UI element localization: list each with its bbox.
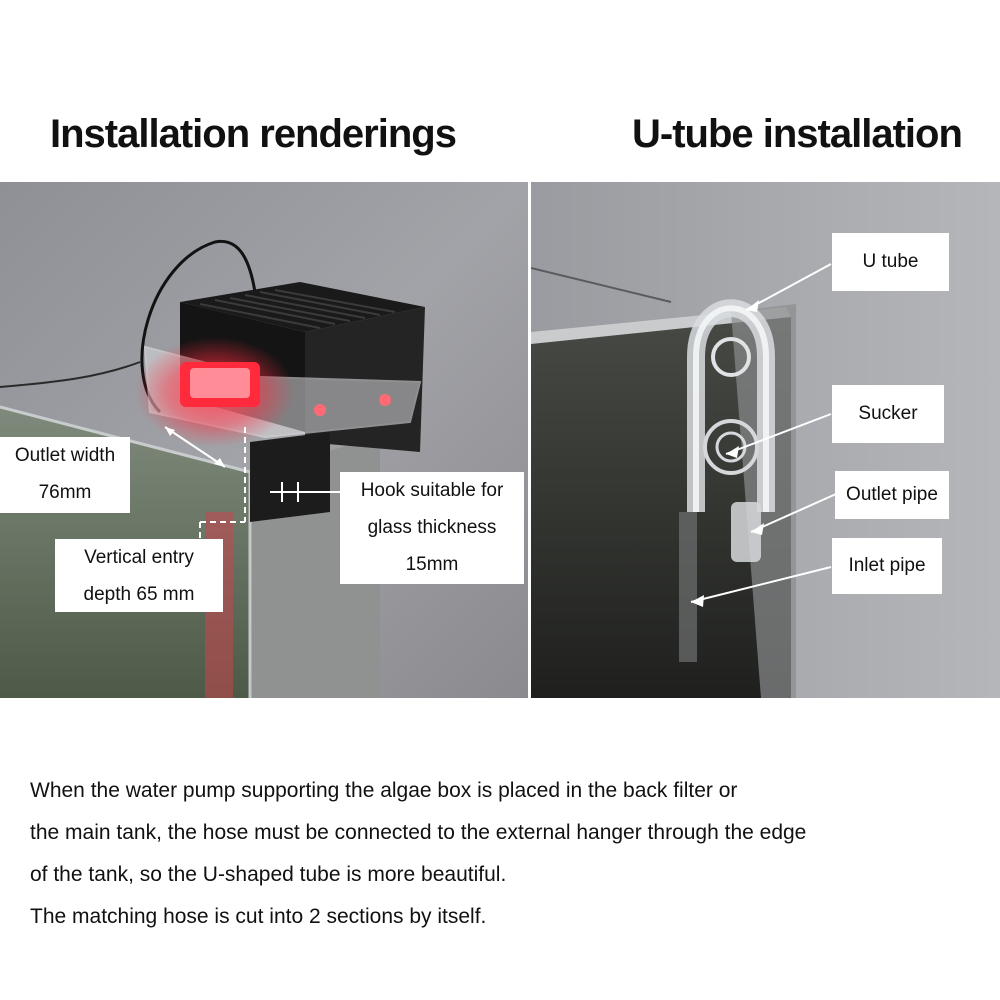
label-vertical-entry: Vertical entry depth 65 mm — [55, 539, 223, 612]
label-outlet-pipe: Outlet pipe — [835, 471, 949, 519]
description-paragraph: When the water pump supporting the algae… — [30, 770, 980, 938]
label-u-tube: U tube — [832, 233, 949, 291]
label-hook-line1: Hook suitable for — [360, 480, 504, 501]
label-vertical-entry-line2: depth 65 mm — [83, 584, 195, 605]
description-line-4: The matching hose is cut into 2 sections… — [30, 905, 487, 928]
algae-box-illustration — [0, 182, 528, 698]
installation-photo — [0, 182, 528, 698]
label-outlet-width: Outlet width 76mm — [0, 437, 130, 513]
heading-u-tube-installation: U-tube installation — [632, 112, 963, 156]
description-line-3: of the tank, so the U-shaped tube is mor… — [30, 863, 507, 886]
label-hook-line2: glass thickness — [367, 517, 497, 538]
label-outlet-width-line1: Outlet width — [14, 445, 116, 466]
description-line-1: When the water pump supporting the algae… — [30, 779, 738, 802]
label-hook: Hook suitable for glass thickness 15mm — [340, 472, 524, 584]
label-inlet-pipe: Inlet pipe — [832, 538, 942, 594]
label-vertical-entry-line1: Vertical entry — [84, 547, 194, 568]
description-line-2: the main tank, the hose must be connecte… — [30, 821, 807, 844]
label-hook-line3: 15mm — [405, 554, 459, 575]
label-sucker: Sucker — [832, 385, 944, 443]
heading-installation-renderings: Installation renderings — [50, 112, 457, 156]
label-outlet-width-line2: 76mm — [38, 482, 92, 503]
